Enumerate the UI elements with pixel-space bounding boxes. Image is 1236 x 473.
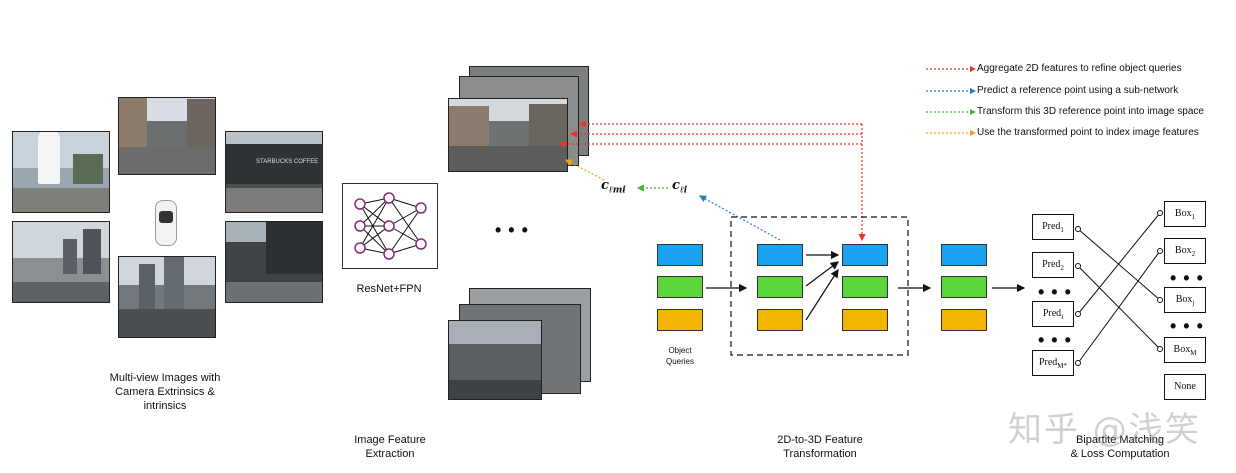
multiview-caption: Multi-view Images with Camera Extrinsics… <box>109 372 221 412</box>
camera-image-back <box>118 256 216 338</box>
ellipsis-boxes-2: • • • <box>1170 316 1204 336</box>
camera-image-front-right: STARBUCKS COFFEE <box>225 131 323 213</box>
object-queries-caption: Object Queries <box>665 346 694 366</box>
camera-image-front <box>118 97 216 175</box>
gt-box-j: Boxj <box>1164 287 1206 313</box>
gt-box-2: Box2 <box>1164 238 1206 264</box>
gt-box-m: BoxM <box>1164 337 1206 363</box>
query-green <box>657 276 703 298</box>
transform-right-green <box>842 276 888 298</box>
transform-left-blue <box>757 244 803 266</box>
transform-left-green <box>757 276 803 298</box>
camera-image-back-left <box>12 221 110 303</box>
matching-caption: Bipartite Matching & Loss Computation <box>1070 434 1170 460</box>
backbone-label: ResNet+FPN <box>356 283 422 295</box>
none-box: None <box>1164 374 1206 400</box>
output-blue <box>941 244 987 266</box>
ego-car-icon <box>155 200 177 246</box>
transformation-block <box>730 216 909 356</box>
extraction-caption: Image Feature Extraction <box>354 434 426 460</box>
feature-map-4 <box>448 320 542 400</box>
legend-aggregate: Aggregate 2D features to refine object q… <box>977 63 1182 74</box>
camera-image-front-left <box>12 131 110 213</box>
legend-index: Use the transformed point to index image… <box>977 127 1199 138</box>
math-c-lmi: cℓmi <box>601 178 626 196</box>
feature-map-1 <box>448 98 568 172</box>
pred-box-2: Pred2 <box>1032 252 1074 278</box>
transform-right-yellow <box>842 309 888 331</box>
transform-right-blue <box>842 244 888 266</box>
storefront-sign: STARBUCKS COFFEE <box>256 159 319 165</box>
pred-box-m: PredM* <box>1032 350 1074 376</box>
watermark: 知乎 @浅笑 <box>1008 410 1201 450</box>
backbone-network <box>342 183 438 269</box>
ellipsis-preds-2: • • • <box>1038 330 1072 350</box>
ellipsis-boxes-1: • • • <box>1170 268 1204 288</box>
query-blue <box>657 244 703 266</box>
transform-caption: 2D-to-3D Feature Transformation <box>777 434 863 460</box>
query-yellow <box>657 309 703 331</box>
orange-line <box>564 159 605 181</box>
blue-line <box>698 195 781 241</box>
neural-network-icon <box>354 192 427 260</box>
ellipsis-feature-maps: • • • <box>495 220 529 240</box>
math-c-li: cℓi <box>672 178 688 196</box>
camera-image-back-right <box>225 221 323 303</box>
transform-left-yellow <box>757 309 803 331</box>
legend-arrows <box>926 66 976 136</box>
legend-predict: Predict a reference point using a sub-ne… <box>977 85 1179 96</box>
output-yellow <box>941 309 987 331</box>
legend-transform: Transform this 3D reference point into i… <box>977 106 1204 117</box>
output-green <box>941 276 987 298</box>
pred-box-1: Pred1 <box>1032 214 1074 240</box>
ellipsis-preds-1: • • • <box>1038 282 1072 302</box>
pred-box-i: Predi <box>1032 301 1074 327</box>
gt-box-1: Box1 <box>1164 201 1206 227</box>
